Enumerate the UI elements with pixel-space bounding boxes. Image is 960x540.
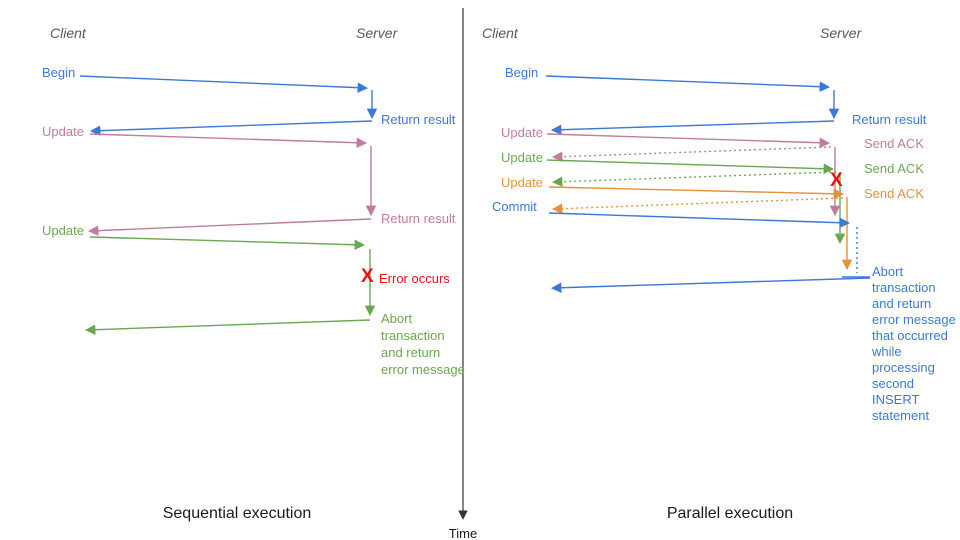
time-axis-label: Time: [448, 526, 478, 540]
left-error-x-mark: X: [361, 266, 374, 287]
right-update-3-label: Update: [501, 175, 543, 190]
left-begin-request-arrow: [79, 75, 369, 93]
right-abort-return-arrow: [550, 277, 871, 293]
right-panel-arrows: [545, 75, 871, 293]
left-update-1-label: Update: [42, 124, 84, 139]
right-update-3-request-arrow: [548, 186, 845, 200]
left-update-2-request-arrow: [89, 236, 366, 251]
right-ack-1-dotted-arrow: [551, 146, 832, 162]
right-caption: Parallel execution: [666, 505, 794, 522]
right-update-1-request-arrow: [546, 133, 831, 148]
right-return-result-arrow: [550, 120, 835, 135]
right-ack-2-dotted-arrow: [551, 171, 837, 187]
right-begin-request-arrow: [545, 75, 831, 92]
right-ack-3-label: Send ACK: [864, 186, 924, 201]
left-caption: Sequential execution: [162, 505, 312, 522]
left-abort-return-arrow: [84, 319, 371, 335]
right-update-2-label: Update: [501, 150, 543, 165]
right-commit-label: Commit: [492, 199, 537, 214]
right-return-result-label: Return result: [852, 112, 927, 127]
left-abort-note: Abort transaction and return error messa…: [381, 311, 465, 377]
right-abort-note: Abort transaction and return error messa…: [872, 264, 956, 423]
left-panel-arrows: [79, 75, 378, 335]
left-update-2-label: Update: [42, 223, 84, 238]
right-error-x-mark: X: [830, 170, 843, 191]
left-return-result-1-arrow: [89, 120, 373, 136]
left-return-result-2-label: Return result: [381, 211, 456, 226]
left-client-header: Client: [50, 25, 86, 41]
right-server-header: Server: [820, 25, 862, 41]
left-return-result-1-label: Return result: [381, 112, 456, 127]
right-begin-label: Begin: [505, 65, 539, 80]
left-update-1-request-arrow: [89, 133, 368, 148]
right-update-2-request-arrow: [546, 159, 835, 174]
left-return-result-2-arrow: [87, 218, 372, 236]
right-ack-1-label: Send ACK: [864, 136, 924, 151]
right-ack-2-label: Send ACK: [864, 161, 924, 176]
right-ack-3-dotted-arrow: [551, 197, 844, 214]
right-commit-request-arrow: [548, 212, 851, 228]
left-error-occurs-label: Error occurs: [379, 271, 450, 286]
right-update-1-label: Update: [501, 125, 543, 140]
left-server-header: Server: [356, 25, 398, 41]
right-client-header: Client: [482, 25, 518, 41]
left-begin-label: Begin: [42, 65, 76, 80]
